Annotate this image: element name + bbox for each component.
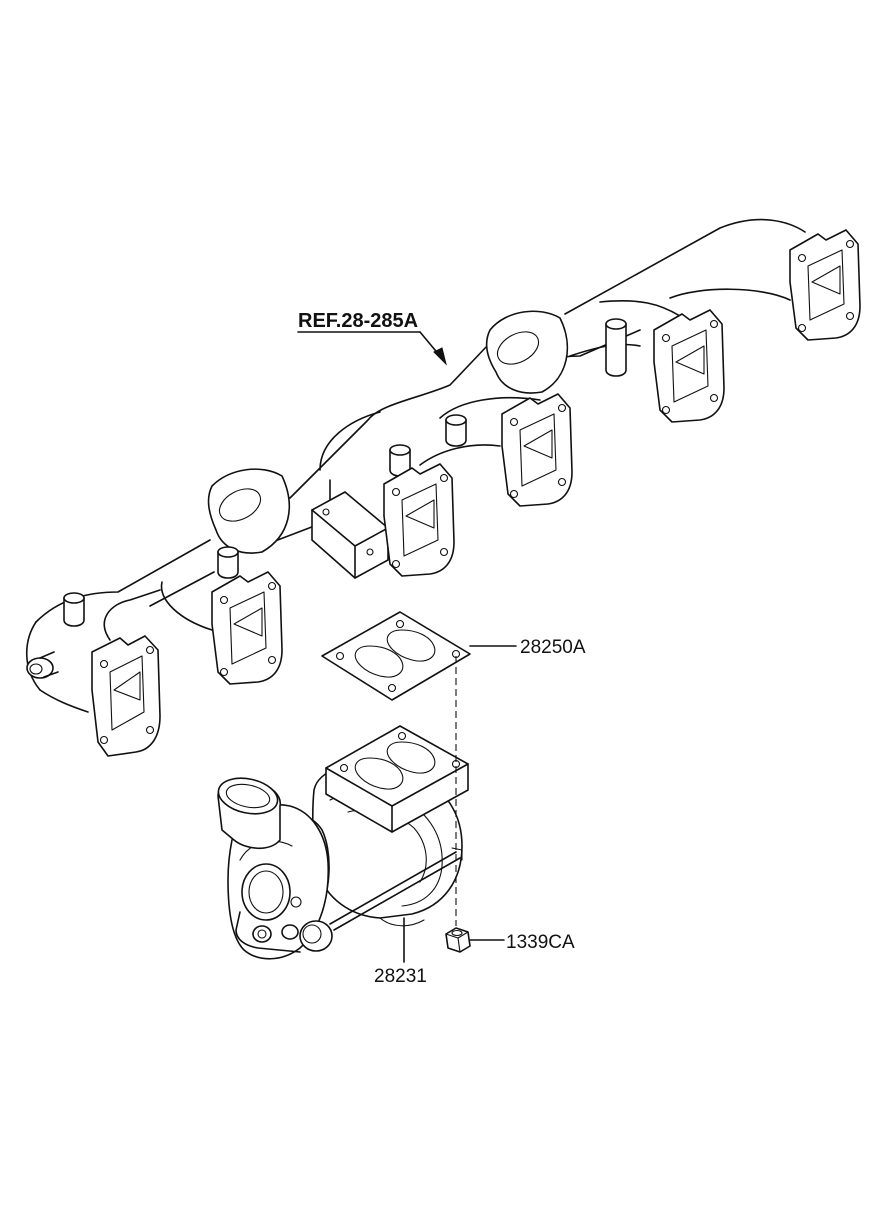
port-flange-4 [501, 393, 573, 507]
exhaust-manifold [26, 218, 861, 757]
leader-ref [297, 331, 447, 366]
label-gasket: 28250A [520, 637, 586, 658]
turbo-gasket [321, 611, 471, 701]
port-flange-1 [91, 635, 161, 757]
boss-4 [445, 414, 467, 447]
ring-1 [207, 468, 290, 554]
port-flange-6 [789, 229, 861, 341]
port-flange-2 [211, 571, 283, 685]
turbo-fitting-2 [281, 924, 299, 940]
turbo-fitting-1 [252, 925, 272, 943]
boss-1 [63, 592, 85, 627]
ring-2 [485, 310, 568, 394]
boss-5 [605, 318, 627, 377]
port-flange-5 [653, 309, 725, 423]
boss-2 [217, 546, 239, 579]
turbo-actuator-can [299, 920, 333, 952]
label-turbo: 28231 [374, 966, 427, 987]
boss-3 [389, 444, 411, 477]
manifold-turbo-flange [311, 491, 389, 579]
turbocharger [217, 725, 469, 960]
left-nipple [26, 651, 59, 679]
label-ref: REF.28-285A [298, 310, 418, 332]
port-flange-3 [383, 463, 455, 577]
hex-nut [445, 927, 471, 953]
label-nut: 1339CA [506, 932, 575, 953]
